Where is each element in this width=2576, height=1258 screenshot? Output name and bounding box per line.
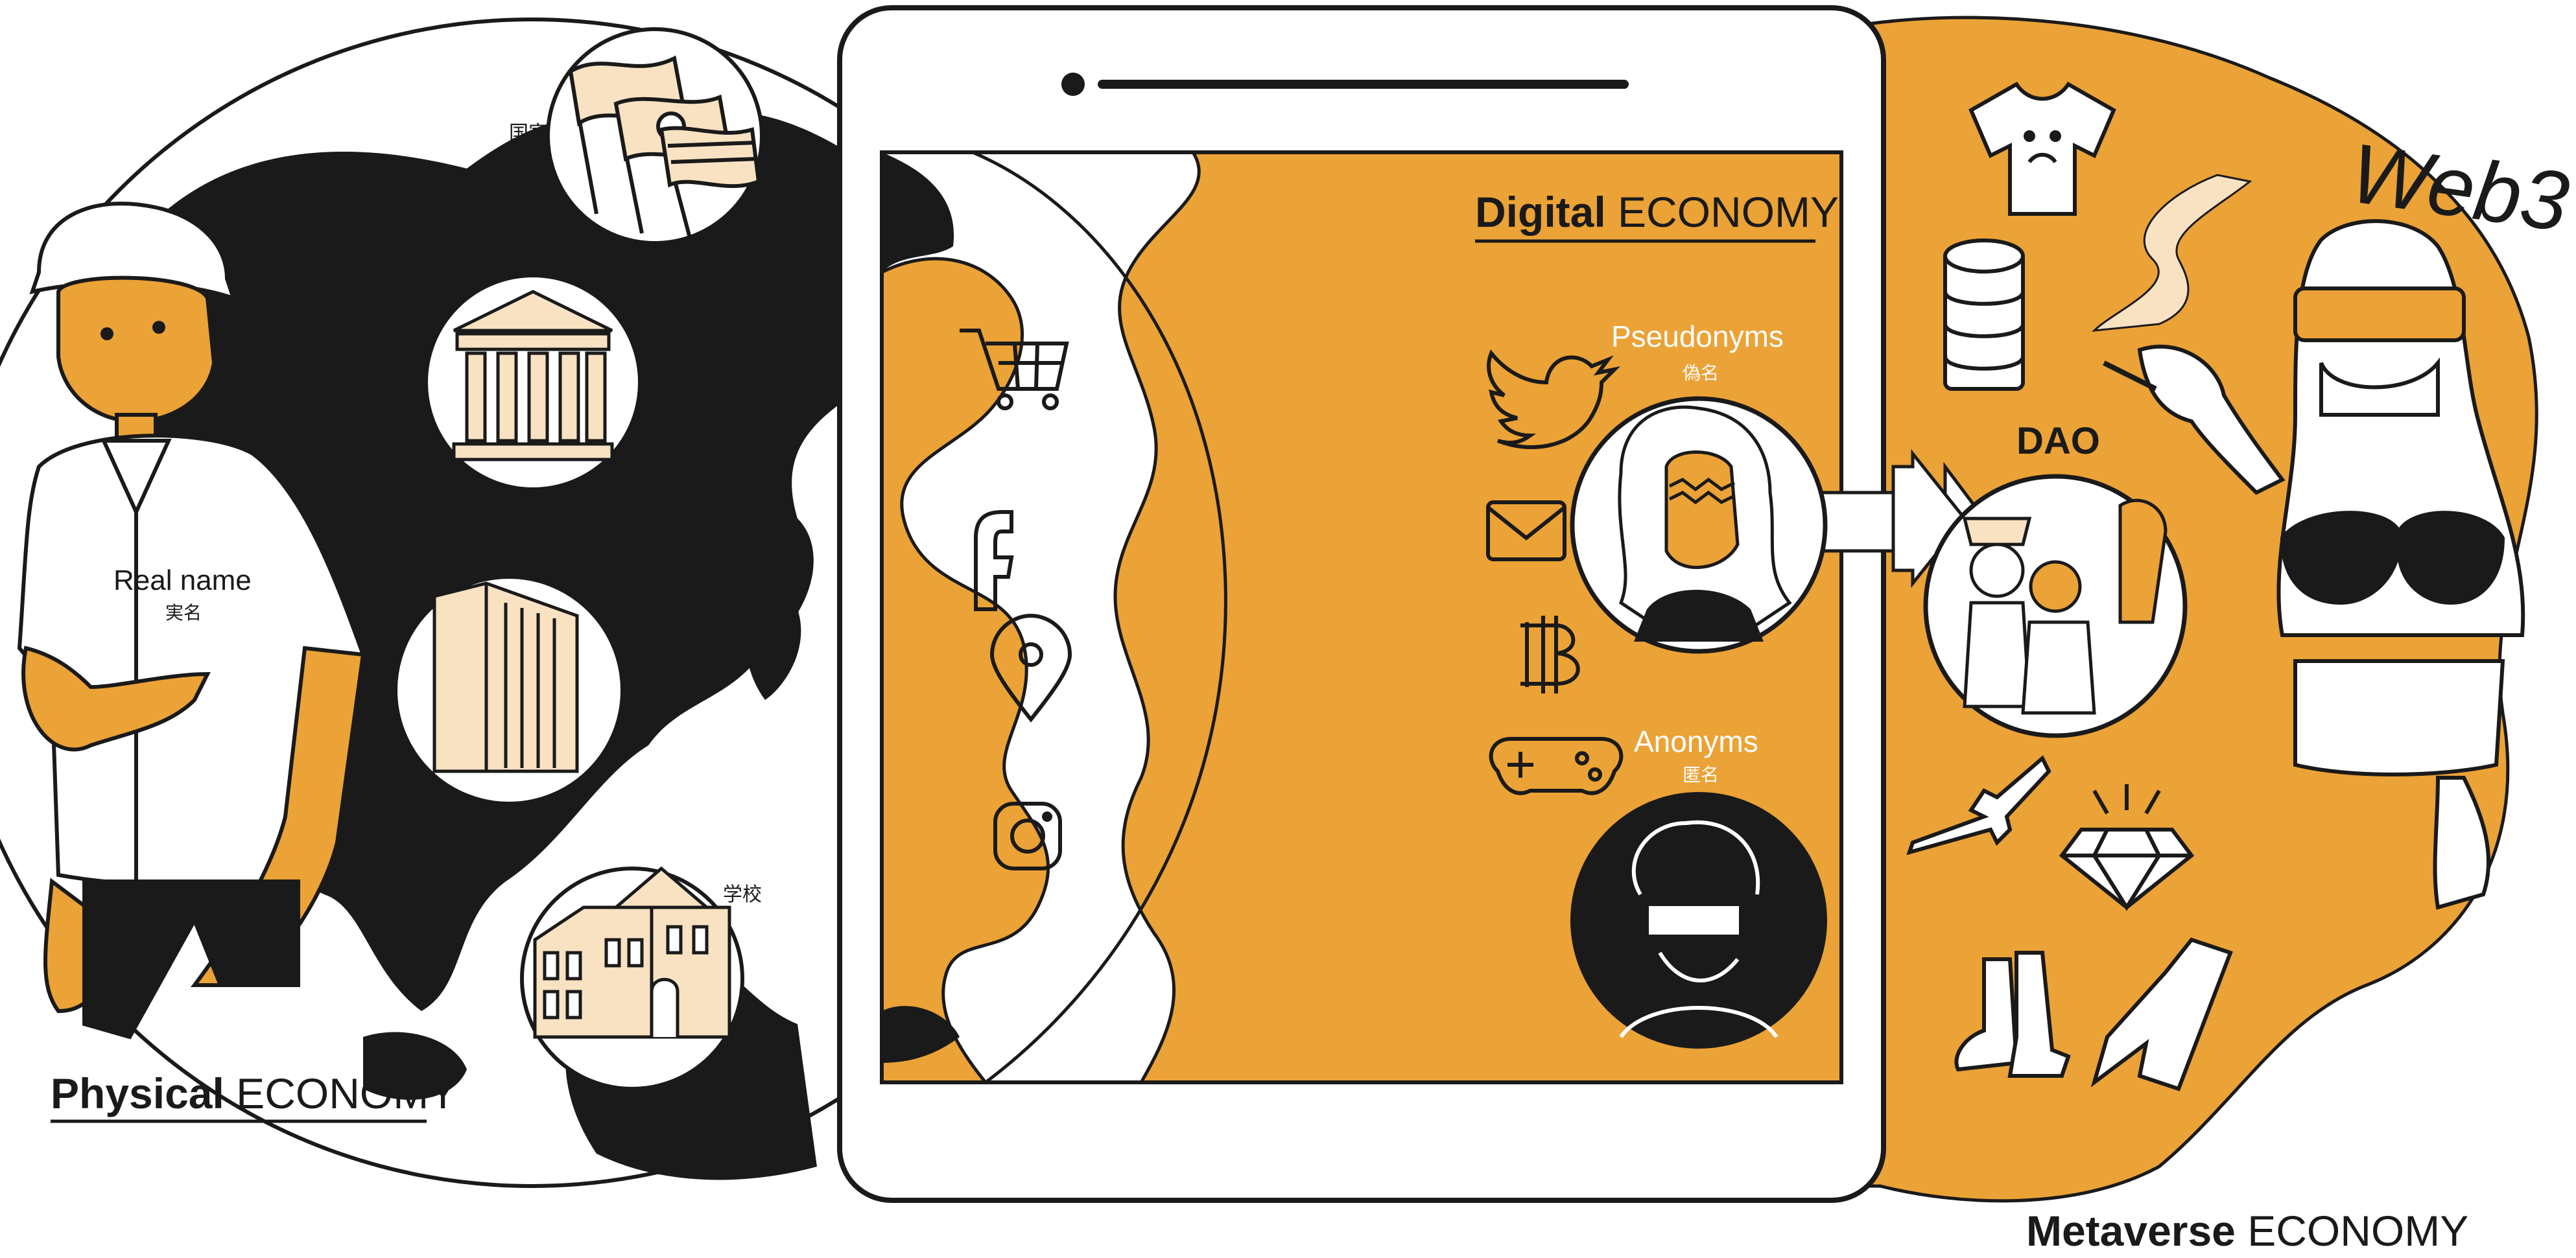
physical-title-rest: ECONOMY: [224, 1069, 457, 1117]
real-name-person: Real name 実名: [17, 202, 366, 1040]
school-icon: [533, 866, 731, 1039]
pants-icon: [2090, 937, 2233, 1091]
metaverse-economy-title: Metaverse ECONOMY: [2026, 1207, 2468, 1255]
lightning-streak: [2091, 174, 2252, 332]
metaverse-title-rest: ECONOMY: [2236, 1207, 2468, 1255]
flags-label: 国家: [509, 122, 548, 144]
diamond-icon: [2059, 784, 2195, 911]
real-name-label: Real name: [113, 565, 252, 596]
instagram-icon: [993, 802, 1062, 870]
location-pin-icon: [989, 613, 1072, 723]
web3-avatar: [2103, 219, 2525, 910]
gamepad-icon: [1489, 737, 1624, 795]
digital-economy-title: Digital ECONOMY: [1475, 188, 1839, 243]
bank-bubble: 銀行: [424, 274, 642, 536]
physical-economy-title: Physical ECONOMY: [51, 1069, 457, 1123]
real-name-label-ja: 実名: [165, 603, 202, 623]
corporate-bubble: 企業: [394, 575, 642, 806]
school-bubble: 学校: [520, 866, 762, 1091]
metaverse-title-bold: Metaverse: [2026, 1207, 2236, 1255]
flags-icon: [568, 55, 761, 253]
pseudonyms-label: Pseudonyms: [1611, 320, 1784, 353]
facebook-icon: [974, 510, 1014, 611]
physical-title-bold: Physical: [51, 1069, 224, 1117]
digital-title-rest: ECONOMY: [1606, 188, 1839, 236]
mail-icon: [1486, 500, 1566, 561]
digital-title-bold: Digital: [1475, 188, 1606, 236]
pseudonym-avatar: [1570, 396, 1828, 654]
svg-text:Metaverse ECONOMY: Metaverse ECONOMY: [2026, 1207, 2468, 1255]
flags-bubble: 国家: [509, 27, 764, 253]
bank-label: 銀行: [512, 515, 551, 536]
school-label: 学校: [723, 884, 762, 905]
coin-stack-icon: [1943, 239, 2025, 391]
boots-icon: [1954, 951, 2071, 1078]
dao-group-avatar: [1923, 474, 2188, 738]
bank-icon: [452, 290, 614, 461]
tshirt-icon: [1968, 82, 2116, 216]
svg-text:Digital ECONOMY: Digital ECONOMY: [1475, 188, 1839, 236]
tablet-camera: [1061, 73, 1085, 96]
corporate-building-icon: [432, 581, 579, 773]
corporate-label: 企業: [603, 599, 642, 620]
svg-text:Physical ECONOMY: Physical ECONOMY: [51, 1069, 457, 1117]
shopping-cart-icon: [960, 329, 1069, 410]
sword-icon: [1906, 755, 2051, 856]
dao-label: DAO: [2016, 420, 2100, 462]
anonym-avatar: [1570, 792, 1827, 1049]
anonyms-label-ja: 匿名: [1683, 765, 1719, 785]
pseudonyms-label-ja: 偽名: [1683, 363, 1719, 383]
bitcoin-icon: [1520, 616, 1580, 693]
anonyms-label: Anonyms: [1634, 725, 1758, 758]
twitter-icon: [1487, 349, 1621, 449]
